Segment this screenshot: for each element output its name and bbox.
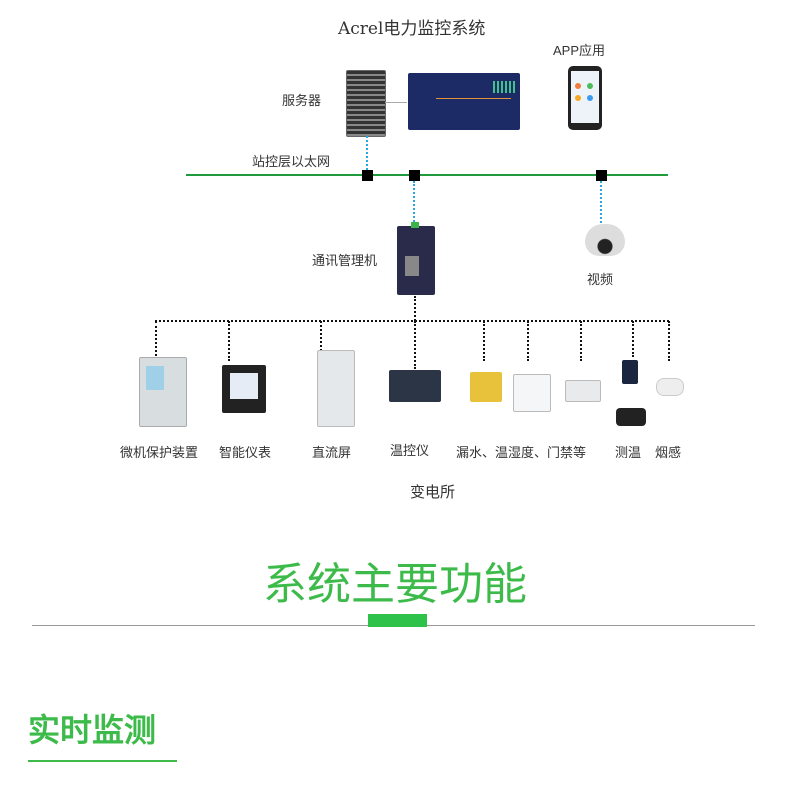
device-label: 微机保护装置 <box>120 446 199 461</box>
switch-node <box>409 170 420 181</box>
comm-manager-icon <box>397 222 435 295</box>
video-label: 视频 <box>587 273 614 288</box>
device-label: 测温 <box>615 446 642 461</box>
ethernet-bus <box>186 174 668 176</box>
ethernet-label: 站控层以太网 <box>252 155 331 170</box>
camera-icon <box>585 224 625 256</box>
section-title: 系统主要功能 <box>263 559 527 610</box>
video-link <box>600 181 602 223</box>
field-link <box>414 296 416 321</box>
phone-icon <box>568 66 602 130</box>
temp-controller-icon <box>389 370 441 402</box>
temp-sensor-icon <box>616 408 646 426</box>
app-label: APP应用 <box>553 43 606 58</box>
field-link <box>527 321 529 361</box>
field-link <box>155 321 157 356</box>
device-label: 智能仪表 <box>219 446 272 461</box>
substation-label: 变电所 <box>410 483 456 501</box>
server-screen-link <box>385 102 407 103</box>
server-icon <box>346 70 386 137</box>
device-label: 烟感 <box>655 446 682 461</box>
smart-meter-icon <box>222 365 266 413</box>
server-link <box>366 136 368 170</box>
field-link <box>228 321 230 361</box>
device-label: 直流屏 <box>312 446 352 461</box>
field-link <box>414 321 416 369</box>
field-link <box>632 321 634 357</box>
divider-accent <box>368 614 427 627</box>
diagram-title: Acrel电力监控系统 <box>338 19 486 39</box>
humidity-sensor-icon <box>513 374 551 412</box>
comm-manager-label: 通讯管理机 <box>312 254 378 269</box>
field-link <box>320 321 322 351</box>
temp-receiver-icon <box>622 360 638 384</box>
comm-link <box>413 181 415 225</box>
field-link <box>668 321 670 361</box>
monitor-screen-icon <box>408 73 520 130</box>
field-bus <box>155 320 669 322</box>
subsection-underline <box>28 760 177 762</box>
switch-node <box>596 170 607 181</box>
subsection-title: 实时监测 <box>28 711 157 749</box>
field-link <box>580 321 582 361</box>
device-label: 漏水、温湿度、门禁等 <box>456 446 587 461</box>
device-label: 温控仪 <box>390 444 430 459</box>
smoke-detector-icon <box>656 378 684 396</box>
dc-panel-icon <box>317 350 355 427</box>
field-link <box>483 321 485 361</box>
protection-device-icon <box>139 357 187 427</box>
server-label: 服务器 <box>282 94 322 109</box>
switch-node <box>362 170 373 181</box>
leak-sensor-icon <box>470 372 502 402</box>
access-control-icon <box>565 380 601 402</box>
